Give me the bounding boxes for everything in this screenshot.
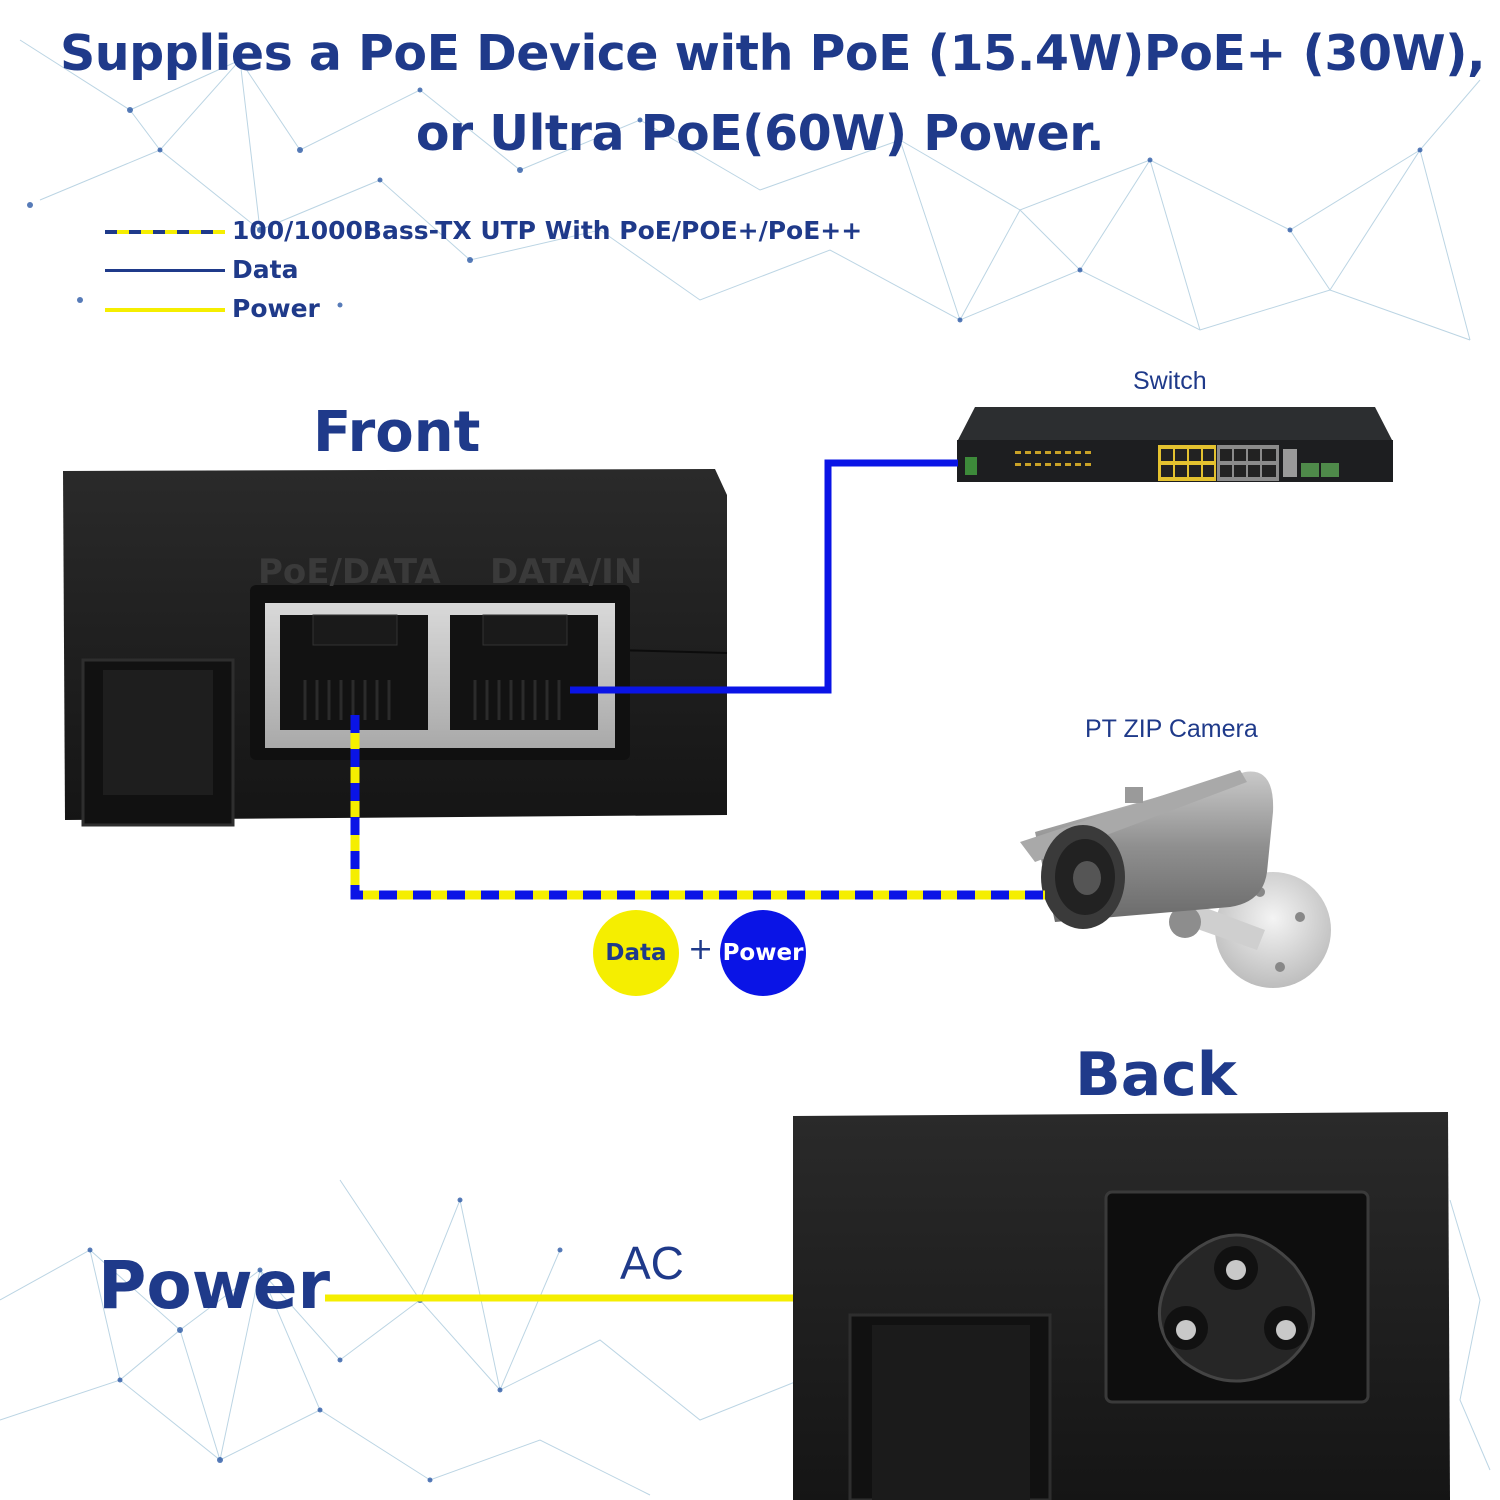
legend-item-data: Data xyxy=(105,251,865,291)
power-badge: Power xyxy=(720,910,806,996)
legend-item-power: Power xyxy=(105,290,865,330)
legend-swatch-data xyxy=(105,269,225,272)
legend-label-power: Power xyxy=(232,294,320,323)
back-heading: Back xyxy=(1075,1040,1237,1110)
legend-label-data: Data xyxy=(232,255,299,284)
legend-swatch-utp xyxy=(105,230,225,234)
title-line-2: or Ultra PoE(60W) Power. xyxy=(415,105,1105,162)
legend-swatch-power xyxy=(105,308,225,312)
port-label-poe-data: PoE/DATA xyxy=(258,552,441,592)
switch-label: Switch xyxy=(1133,367,1207,395)
injector-back-view xyxy=(793,1112,1450,1500)
plus-sign: + xyxy=(688,932,714,967)
bullet-camera-image xyxy=(1020,770,1331,988)
legend-label-utp: 100/1000Bass-TX UTP With PoE/POE+/PoE++ xyxy=(232,216,863,245)
network-switch-image xyxy=(957,407,1393,482)
front-heading: Front xyxy=(313,400,481,465)
ac-label: AC xyxy=(620,1237,684,1289)
legend: 100/1000Bass-TX UTP With PoE/POE+/PoE++ … xyxy=(105,212,865,327)
page-title: Supplies a PoE Device with PoE (15.4W)Po… xyxy=(60,14,1486,174)
injector-front-view: PoE/DATA DATA/IN xyxy=(63,469,728,827)
data-badge: Data xyxy=(593,910,679,996)
power-heading: Power xyxy=(98,1247,330,1324)
camera-label: PT ZIP Camera xyxy=(1085,715,1258,743)
port-label-data-in: DATA/IN xyxy=(490,552,642,592)
legend-item-utp: 100/1000Bass-TX UTP With PoE/POE+/PoE++ xyxy=(105,212,865,252)
title-line-1: Supplies a PoE Device with PoE (15.4W)Po… xyxy=(60,25,1486,82)
